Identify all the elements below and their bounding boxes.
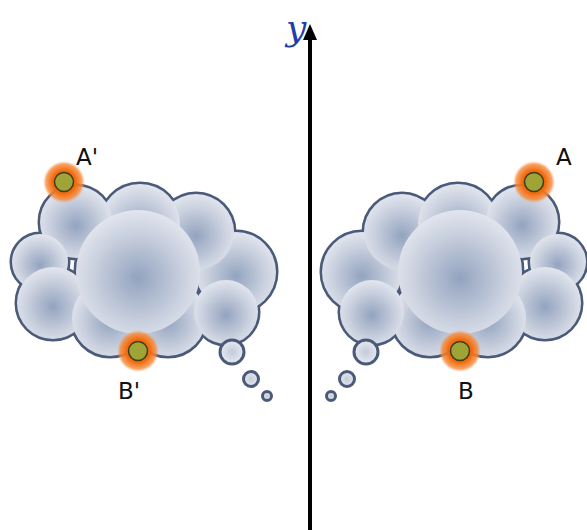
thought-cloud: [322, 161, 586, 401]
thought-cloud-mirror: [12, 161, 276, 401]
y-axis: [308, 38, 312, 530]
point-label: B': [118, 380, 140, 403]
point-label: A': [76, 146, 98, 169]
point-label: A: [556, 146, 572, 169]
axis-label: y: [286, 10, 306, 46]
point-label: B: [458, 380, 474, 403]
